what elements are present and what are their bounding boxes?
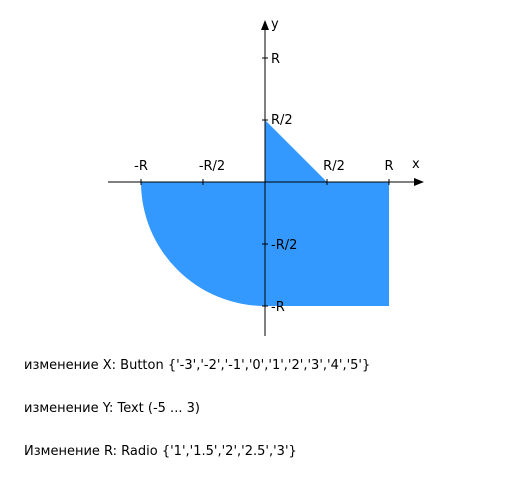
y-tick-label-minus-half-r: -R/2 [271,238,297,253]
y-axis-label: y [271,17,279,32]
r-change-info: Изменение R: Radio {'1','1.5','2','2.5',… [24,444,297,459]
y-change-info: изменение Y: Text (-5 ... 3) [24,401,200,416]
y-tick-label-r: R [271,52,280,67]
shaded-area-quarter-circle [141,182,265,306]
area-diagram: x y -R -R/2 R/2 R R R/2 -R/2 -R [108,17,424,336]
x-tick-label-minus-r: -R [134,159,148,174]
x-tick-label-r: R [384,159,393,174]
x-change-info: изменение X: Button {'-3','-2','-1','0',… [24,358,371,373]
y-axis-arrow [261,20,269,30]
x-axis-arrow [414,178,424,186]
x-axis-label: x [412,157,420,172]
x-tick-label-minus-half-r: -R/2 [199,159,225,174]
shaded-area-rectangle [265,182,389,306]
shaded-area-triangle [265,120,327,182]
y-tick-label-half-r: R/2 [271,113,293,128]
y-tick-label-minus-r: -R [271,300,285,315]
x-tick-label-half-r: R/2 [323,159,345,174]
